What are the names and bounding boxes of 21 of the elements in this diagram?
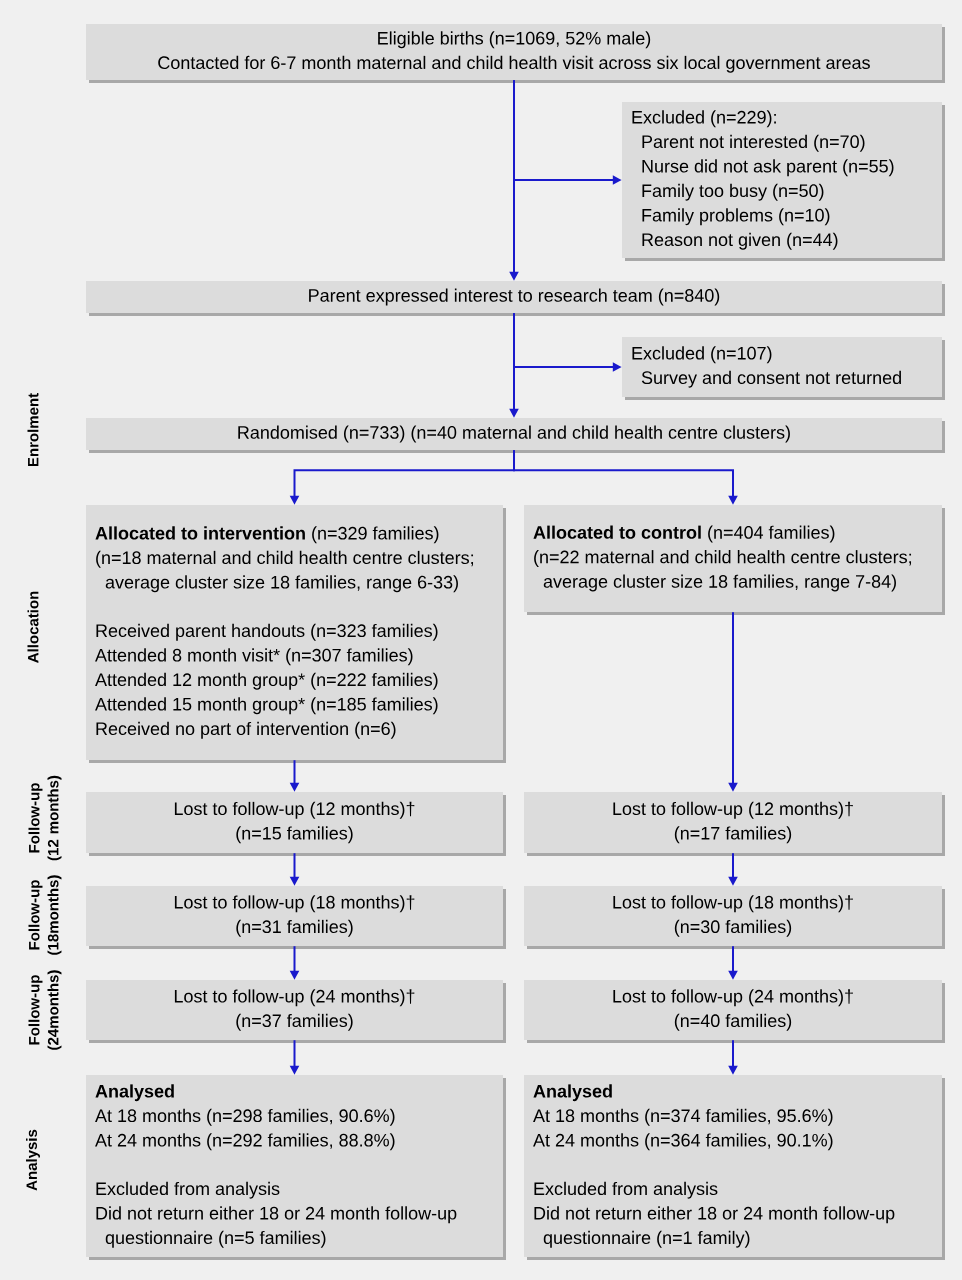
section-label: Allocation [27,591,39,663]
flow-box: Parent expressed interest to research team (n=840) [86,281,945,316]
section-label: Follow-up (12 months) [28,775,62,861]
section-label: Follow-up (18months) [28,875,62,955]
flow-box: Allocated to control (n=404 families) (n=22 maternal and child health centre clusters; average cluster size 18 families, range 7-84) [524,505,945,615]
section-label: Follow-up (24months) [28,970,62,1050]
flow-box: Eligible births (n=1069, 52% male) Contacted for 6-7 month maternal and child health visit across six local government areas [86,24,945,83]
flow-box: Analysed At 18 months (n=374 families, 95.6%) At 24 months (n=364 families, 90.1%) Excluded from analysis Did not return either 18 or 24 month follow-up questionnaire (n=1 family) [524,1075,945,1260]
flow-box: Lost to follow-up (18 months)† (n=31 families) [86,886,506,949]
flow-box: Lost to follow-up (12 months)† (n=17 families) [524,792,945,856]
flow-box: Randomised (n=733) (n=40 maternal and child health centre clusters) [86,418,945,453]
flow-box: Lost to follow-up (18 months)† (n=30 families) [524,886,945,949]
flow-box: Analysed At 18 months (n=298 families, 90.6%) At 24 months (n=292 families, 88.8%) Excluded from analysis Did not return either 18 or 24 month follow-up questionnaire (n=5 families) [86,1075,506,1260]
section-label: Enrolment [27,393,39,467]
section-label: Analysis [26,1129,40,1191]
flow-box: Lost to follow-up (24 months)† (n=40 families) [524,980,945,1043]
flow-box: Lost to follow-up (12 months)† (n=15 families) [86,792,506,856]
flow-box: Excluded (n=229): Parent not interested (n=70) Nurse did not ask parent (n=55) Family too busy (n=50) Family problems (n=10) Reason not given (n=44) [622,102,945,261]
flow-box: Allocated to intervention (n=329 families) (n=18 maternal and child health centre clusters; average cluster size 18 families, range 6-33) Received parent handouts (n=323 families) Attended 8 month visit* (n=307 families) Attended 12 month group* (n=222 families) Attended 15 month group* (n=185 families) Received no part of intervention (n=6) [86,505,506,763]
flow-box: Lost to follow-up (24 months)† (n=37 families) [86,980,506,1043]
flow-box: Excluded (n=107) Survey and consent not returned [622,337,945,400]
